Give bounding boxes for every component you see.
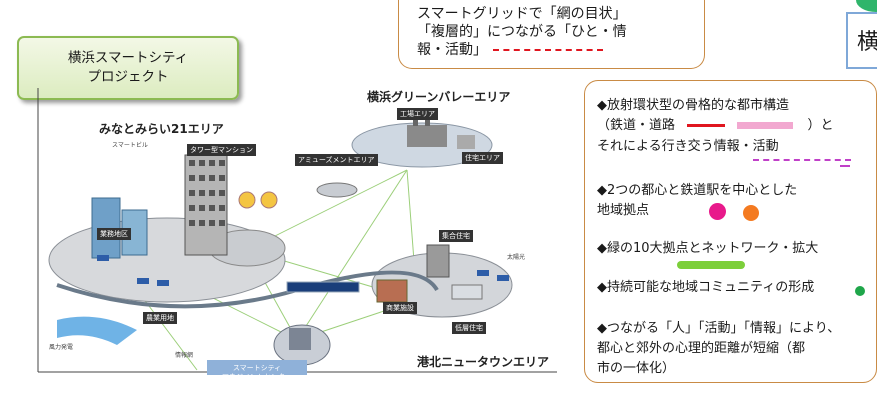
rp-item1-line3: それによる行き交う情報・活動: [597, 139, 779, 154]
management-center-line-2: マネジメントセンター: [222, 373, 292, 381]
management-center-line-1: スマートシティ: [232, 364, 282, 372]
rp-item2-line1: ◆2つの都心と鉄道駅を中心とした: [597, 183, 798, 198]
small-label-smart-building: スマートビル: [112, 142, 148, 149]
project-title-line-2: プロジェクト: [87, 69, 169, 85]
small-label-solar: 太陽光: [507, 254, 526, 261]
magenta-dot: [709, 203, 726, 220]
rp-item2-line2: 地域拠点: [597, 203, 650, 218]
rp-item1-line2: （鉄道・道路 ）と: [597, 116, 833, 135]
small-label-info-network: 情報網: [175, 352, 194, 359]
tag-low-rise-housing: 低層住宅: [452, 322, 486, 334]
dark-green-dot: [855, 286, 865, 296]
tag-commercial: 商業施設: [383, 302, 417, 314]
management-center-label: スマートシティ マネジメントセンター: [211, 364, 303, 382]
top-note-line-3: 報・活動」: [417, 42, 487, 58]
rp-item5-line3: 市の一体化）: [597, 361, 676, 376]
green-valley-area-label: 横浜グリーンバレーエリア: [367, 90, 511, 104]
tag-factory-area: 工場エリア: [397, 108, 438, 120]
small-label-wind: 風力発電: [49, 344, 74, 351]
tag-business-district: 業務地区: [97, 228, 131, 240]
red-dash-line: [493, 49, 603, 51]
project-title-line-1: 横浜スマートシティ: [67, 50, 189, 66]
purple-dash-tail: [840, 165, 850, 167]
pink-road-line: [737, 122, 794, 129]
rp-item4: ◆持続可能な地域コミュニティの形成: [597, 280, 815, 295]
tag-farmland: 農業用地: [143, 312, 177, 324]
orange-dot: [743, 205, 759, 221]
corner-box: 横: [846, 12, 877, 69]
kohoku-area-label: 港北ニュータウンエリア: [417, 355, 550, 369]
rp-item5-line1: ◆つながる「人」「活動」「情報」により、: [597, 321, 841, 336]
tag-amusement-area: アミューズメントエリア: [295, 154, 378, 166]
tag-tower-mansion: タワー型マンション: [187, 144, 256, 156]
rp-item1-line2b: ）と: [807, 118, 834, 133]
purple-dash-line: [753, 159, 851, 161]
green-network-line: [677, 261, 745, 269]
corner-text: 横: [857, 30, 877, 55]
rp-item5-line2: 都心と郊外の心理的距離が短縮（都: [597, 341, 806, 356]
tag-residential-area: 住宅エリア: [462, 152, 503, 164]
right-info-panel: ◆放射環状型の骨格的な都市構造 （鉄道・道路 ）と それによる行き交う情報・活動…: [584, 80, 877, 383]
rp-item3: ◆緑の10大拠点とネットワーク・拡大: [597, 241, 819, 256]
top-note-line-2: 「複層的」につながる「ひと・情: [417, 24, 627, 40]
city-map-illustration: 横浜グリーンバレーエリア みなとみらい21エリア 港北ニュータウンエリア タワー…: [37, 80, 577, 381]
project-title-box: 横浜スマートシティ プロジェクト: [17, 36, 239, 100]
rp-item1-line2a: （鉄道・道路: [597, 118, 676, 133]
top-note-line-1: スマートグリッドで「網の目状」: [417, 6, 627, 22]
minato-mirai-area-label: みなとみらい21エリア: [99, 122, 224, 136]
tag-apartment: 集合住宅: [439, 230, 473, 242]
top-note-box: スマートグリッドで「網の目状」 「複層的」につながる「ひと・情 報・活動」: [398, 0, 705, 69]
rp-item1-line1: ◆放射環状型の骨格的な都市構造: [597, 98, 789, 113]
corner-green-shape: [856, 0, 877, 12]
red-rail-line: [687, 124, 726, 127]
